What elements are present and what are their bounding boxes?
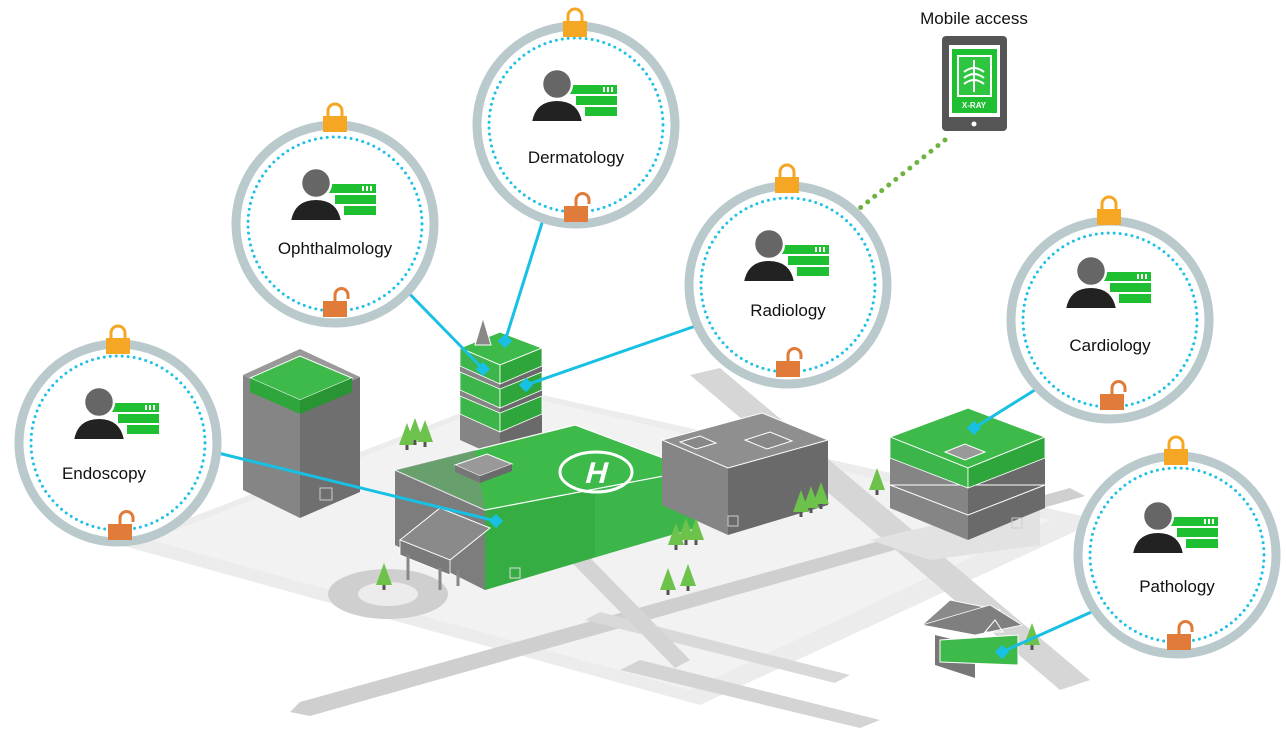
department-label: Dermatology bbox=[528, 148, 625, 167]
department-label: Radiology bbox=[750, 301, 826, 320]
mobile-access[interactable]: Mobile access X-RAY bbox=[920, 9, 1028, 131]
department-endoscopy[interactable]: Endoscopy bbox=[14, 324, 222, 547]
lock-closed-icon bbox=[1162, 435, 1190, 467]
department-label: Pathology bbox=[1139, 577, 1215, 596]
building-tower bbox=[458, 316, 544, 458]
xray-label: X-RAY bbox=[962, 101, 987, 110]
lock-closed-icon bbox=[321, 102, 349, 134]
lock-closed-icon bbox=[104, 324, 132, 356]
lock-closed-icon bbox=[561, 7, 589, 39]
department-label: Ophthalmology bbox=[278, 239, 393, 258]
mobile-access-title: Mobile access bbox=[920, 9, 1028, 28]
connector-lines bbox=[217, 206, 1108, 654]
department-label: Cardiology bbox=[1069, 336, 1151, 355]
building-cardiology bbox=[888, 407, 1047, 540]
lock-closed-icon bbox=[1095, 195, 1123, 227]
lock-closed-icon bbox=[773, 163, 801, 195]
department-cardiology[interactable]: Cardiology bbox=[1006, 195, 1214, 424]
department-dermatology[interactable]: Dermatology bbox=[472, 7, 680, 229]
department-pathology[interactable]: Pathology bbox=[1073, 435, 1281, 659]
xray-icon bbox=[957, 55, 992, 97]
building-left-tall bbox=[243, 349, 360, 518]
department-label: Endoscopy bbox=[62, 464, 147, 483]
department-ophthalmology[interactable]: Ophthalmology bbox=[231, 102, 439, 328]
connector-endpoints bbox=[475, 333, 1010, 660]
department-radiology[interactable]: Radiology bbox=[684, 163, 892, 389]
building-pathology bbox=[920, 599, 1024, 678]
building-main-hospital: H bbox=[393, 424, 698, 590]
